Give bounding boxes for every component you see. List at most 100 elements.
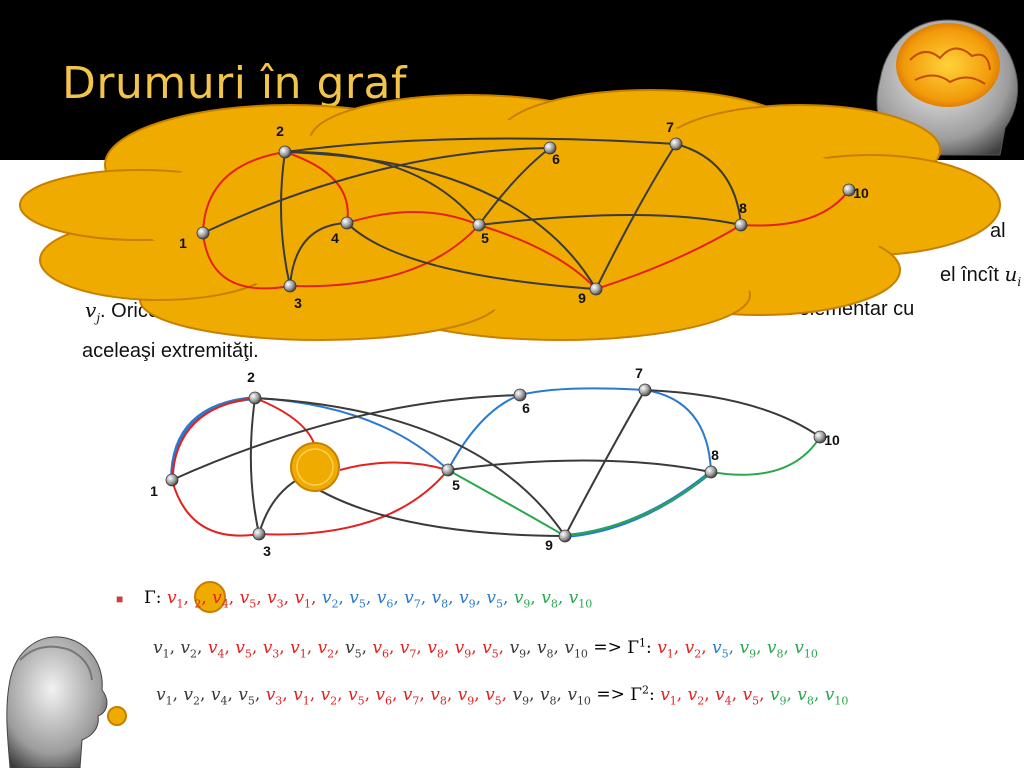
separator: , [334,637,345,658]
top-graph-node-label-6: 6 [552,151,560,167]
bottom-graph-edge-green [564,471,712,537]
balloon-marker-graph [290,442,340,492]
top-graph-node-label-5: 5 [481,230,489,246]
bottom-graph-node-9 [558,529,572,543]
separator: , [701,637,713,658]
gamma-label: Γ: [144,588,162,608]
vertex-term: v10 [794,637,818,661]
separator: , [783,637,795,658]
separator: , [228,588,240,608]
top-graph-node-label-7: 7 [666,119,674,135]
top-graph-edges [202,137,850,290]
thinking-head-icon [6,636,108,768]
separator: , [338,588,350,608]
gamma2-label: Γ2: [630,683,655,705]
bottom-graph-node-3 [252,527,266,541]
vertex-term: v9 [458,588,476,611]
bottom-graph-edge-green [447,469,566,537]
vertex-term: v1 [294,588,312,611]
paragraph-line-3: aceleaşi extremităţi. [82,340,259,362]
slide-title: Drumuri în graf [62,58,407,109]
bottom-graph-edge-red [254,397,317,451]
vertex-term: v4 [210,684,228,708]
top-graph-edge-red [595,224,742,290]
vertex-term: v9 [454,637,472,661]
sequence-gamma1-derivation: v1, v2, v4, v5, v3, v1, v2, v5, v6, v7, … [153,636,818,660]
bottom-graph-node-8 [704,465,718,479]
gamma1-symbol: Γ [627,637,640,658]
vertex-term: v2 [180,637,198,661]
separator: , [704,684,716,705]
separator: , [393,588,405,608]
vertex-term: v8 [539,684,557,708]
vertex-term: v2 [687,684,705,708]
top-graph-edge-red [202,151,286,234]
bottom-graph-node-label-1: 1 [150,483,158,499]
vertex-term: v9 [513,588,531,611]
separator: , [443,637,455,658]
bottom-graph-edge-blue [519,387,646,396]
vertex-term: v1 [657,637,674,661]
bottom-graph-edge-red [258,469,449,536]
separator: , [676,684,688,705]
vertex-term: 2 [194,597,202,611]
gamma1-sup: 1 [639,636,647,649]
separator: , [446,684,458,705]
separator: , [283,588,295,608]
top-graph-node-label-10: 10 [853,185,869,201]
bottom-graph-node-label-6: 6 [522,400,530,416]
vertex-term: v1 [166,588,184,611]
separator: , [279,637,291,658]
vertex-term: v6 [372,637,389,661]
bottom-graph-node-1 [165,473,179,487]
separator: , [553,637,565,658]
separator: , [227,684,239,705]
top-graph-edge-red [289,224,480,288]
top-graph-node-label-4: 4 [331,230,339,246]
balloon-marker-sequence [194,581,226,613]
top-graph-edge-black [346,222,597,290]
bottom-graph-node-label-8: 8 [711,447,719,463]
sequence-line3-right: v1, v2, v4, v5, v9, v8, v10 [660,684,849,708]
top-graph-edge-red [346,211,480,226]
separator: , [201,588,213,608]
cloud-shape [19,89,1001,341]
separator: , [786,684,798,705]
vertex-term: v9 [509,637,527,661]
top-graph-node-7 [669,137,683,151]
vertex-term: v3 [262,637,280,661]
bullet-marker: ■ [116,592,124,606]
separator: , [309,684,321,705]
vertex-term: v2 [320,684,338,708]
brain-head-icon [876,19,1019,156]
gamma2-sup: 2 [642,683,650,696]
separator: , [224,637,236,658]
math-u: u [1004,262,1018,286]
vertex-term: v8 [430,684,447,708]
separator: , [530,588,542,608]
bottom-graph-node-6 [513,388,527,402]
vertex-term: v3 [267,588,284,611]
vertex-term: v10 [567,684,591,708]
vertex-term: v10 [824,684,849,708]
separator: , [498,637,510,658]
separator: , [419,684,431,705]
arrow-1: => [593,637,622,658]
separator: , [172,684,184,705]
separator: , [501,684,513,705]
bottom-graph-edge-black [249,397,260,535]
vertex-term: v7 [399,637,417,661]
top-graph-node-2 [278,145,292,159]
sequence-line3-left: v1, v2, v4, v5, v3, v1, v2, v5, v6, v7, … [156,684,596,708]
top-graph-edge-red [478,224,597,290]
top-graph-edge-black [284,151,597,290]
top-graph-edge-black [675,143,742,226]
bottom-graph-edge-black [447,459,712,473]
separator: , [673,637,685,658]
math-sub-j: j [96,311,101,325]
paragraph-fragment-right-1: al [990,220,1006,242]
vertex-term: v5 [482,637,499,661]
separator: , [529,684,540,705]
